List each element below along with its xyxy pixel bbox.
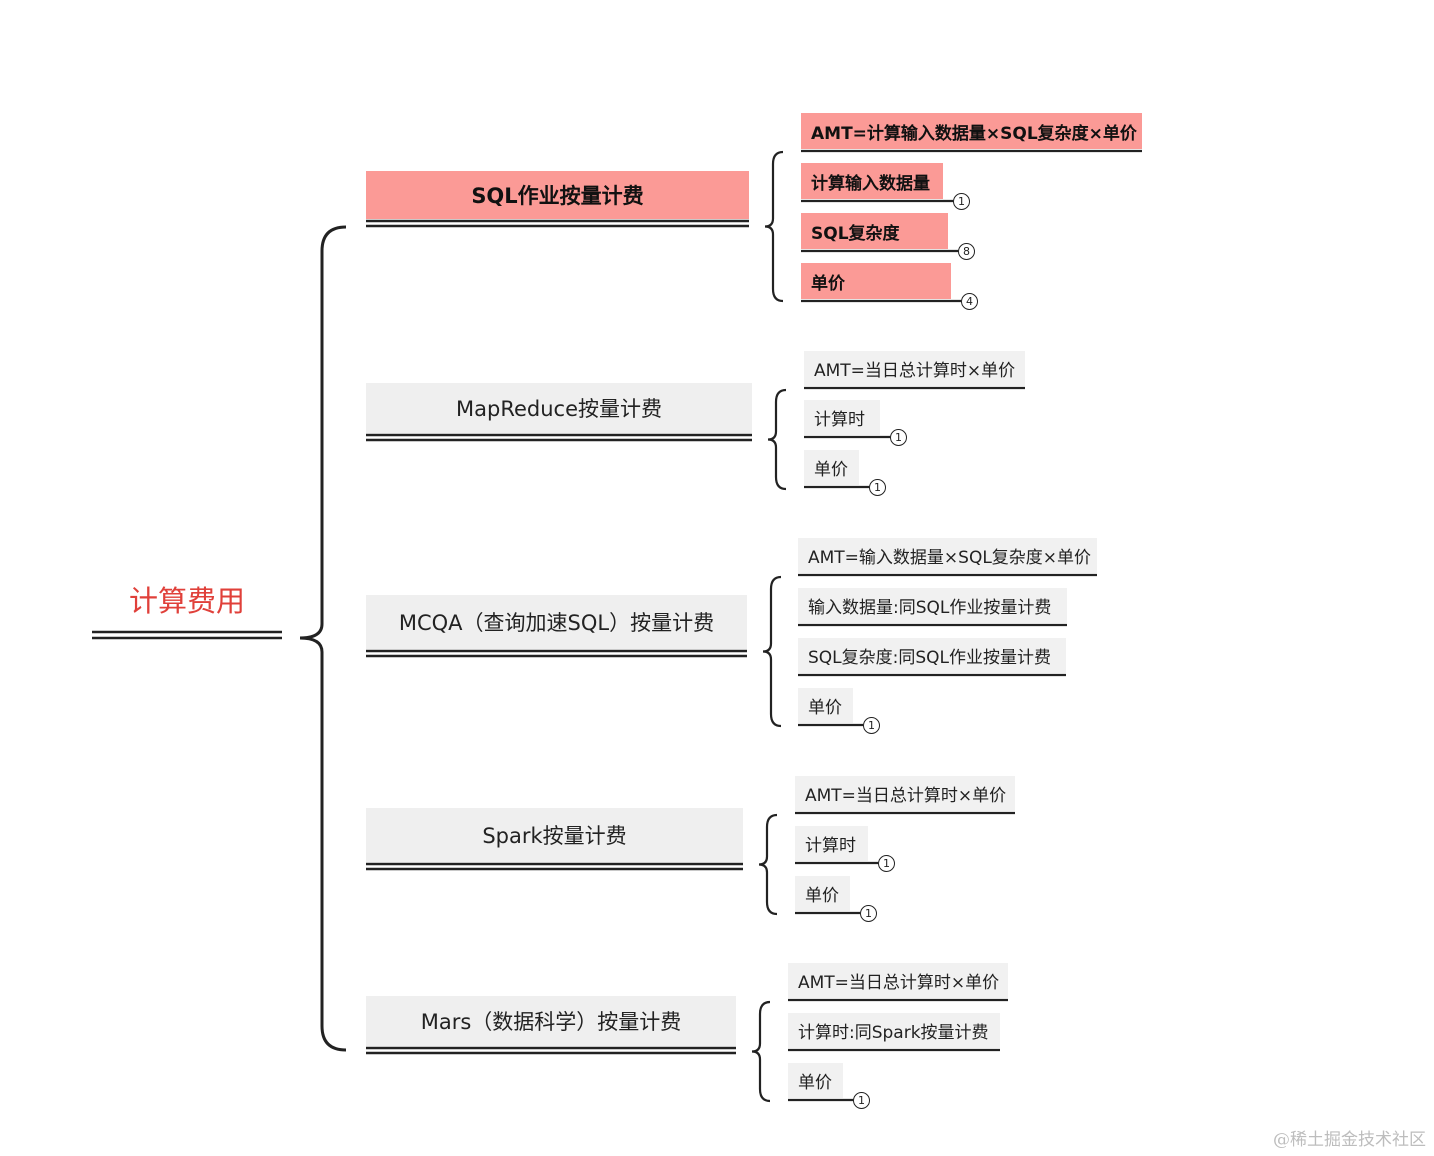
leaf-topic[interactable]: 计算时 bbox=[795, 826, 868, 861]
leaf-topic-label: 计算时 bbox=[805, 836, 856, 856]
leaf-topic[interactable]: SQL复杂度:同SQL作业按量计费 bbox=[798, 638, 1066, 673]
leaf-topic-label: AMT=计算输入数据量×SQL复杂度×单价 bbox=[811, 123, 1137, 144]
count-badge: 4 bbox=[961, 293, 978, 310]
leaf-topic[interactable]: AMT=计算输入数据量×SQL复杂度×单价 bbox=[801, 113, 1142, 149]
leaf-topic-label: 计算输入数据量 bbox=[811, 173, 930, 194]
leaf-topic-label: SQL复杂度 bbox=[811, 223, 900, 244]
leaf-topic[interactable]: 单价 bbox=[801, 263, 951, 299]
leaf-topic-label: 计算时:同Spark按量计费 bbox=[798, 1023, 989, 1043]
leaf-topic-label: 单价 bbox=[808, 698, 842, 718]
branch-brace bbox=[767, 388, 787, 491]
watermark: @稀土掘金技术社区 bbox=[1273, 1130, 1426, 1150]
leaf-topic[interactable]: 单价 bbox=[798, 688, 853, 723]
branch-brace bbox=[751, 1000, 771, 1103]
leaf-topic[interactable]: 计算时 bbox=[804, 400, 880, 435]
leaf-topic-label: 单价 bbox=[798, 1073, 832, 1093]
branch-topic[interactable]: MCQA（查询加速SQL）按量计费 bbox=[366, 595, 747, 649]
leaf-topic[interactable]: 单价 bbox=[795, 876, 850, 911]
count-badge: 8 bbox=[958, 243, 975, 260]
branch-brace bbox=[758, 813, 778, 916]
branch-topic-label: MCQA（查询加速SQL）按量计费 bbox=[398, 611, 715, 635]
root-brace bbox=[299, 225, 347, 1052]
leaf-topic[interactable]: 单价 bbox=[788, 1063, 843, 1098]
leaf-topic[interactable]: AMT=当日总计算时×单价 bbox=[804, 351, 1025, 386]
leaf-topic-label: 单价 bbox=[814, 460, 848, 480]
leaf-topic-label: SQL复杂度:同SQL作业按量计费 bbox=[808, 648, 1052, 668]
count-badge: 1 bbox=[878, 855, 895, 872]
leaf-topic-label: AMT=当日总计算时×单价 bbox=[798, 973, 1000, 993]
branch-topic-label: Spark按量计费 bbox=[482, 824, 627, 848]
leaf-topic-label: 计算时 bbox=[814, 410, 865, 430]
branch-topic[interactable]: SQL作业按量计费 bbox=[366, 171, 749, 219]
leaf-topic[interactable]: 计算输入数据量 bbox=[801, 163, 943, 199]
leaf-topic[interactable]: SQL复杂度 bbox=[801, 213, 948, 249]
leaf-topic[interactable]: AMT=输入数据量×SQL复杂度×单价 bbox=[798, 538, 1097, 573]
leaf-topic-label: AMT=当日总计算时×单价 bbox=[814, 361, 1016, 381]
count-badge: 1 bbox=[953, 193, 970, 210]
branch-topic[interactable]: Spark按量计费 bbox=[366, 808, 743, 862]
leaf-topic-label: 输入数据量:同SQL作业按量计费 bbox=[808, 598, 1052, 618]
leaf-topic[interactable]: 计算时:同Spark按量计费 bbox=[788, 1013, 1000, 1048]
count-badge: 1 bbox=[890, 429, 907, 446]
count-badge: 1 bbox=[853, 1092, 870, 1109]
leaf-topic[interactable]: 输入数据量:同SQL作业按量计费 bbox=[798, 588, 1067, 623]
root-topic[interactable]: 计算费用 bbox=[92, 572, 282, 626]
leaf-topic[interactable]: AMT=当日总计算时×单价 bbox=[788, 963, 1008, 998]
leaf-topic-label: 单价 bbox=[811, 273, 845, 294]
count-badge: 1 bbox=[860, 905, 877, 922]
count-badge: 1 bbox=[863, 717, 880, 734]
branch-brace bbox=[764, 150, 784, 303]
root-topic-label: 计算费用 bbox=[128, 584, 245, 618]
count-badge: 1 bbox=[869, 479, 886, 496]
leaf-topic-label: AMT=当日总计算时×单价 bbox=[805, 786, 1007, 806]
leaf-topic[interactable]: 单价 bbox=[804, 450, 859, 485]
leaf-topic[interactable]: AMT=当日总计算时×单价 bbox=[795, 776, 1015, 811]
branch-topic[interactable]: Mars（数据科学）按量计费 bbox=[366, 996, 736, 1046]
branch-topic-label: SQL作业按量计费 bbox=[471, 184, 644, 208]
branch-topic[interactable]: MapReduce按量计费 bbox=[366, 383, 752, 433]
branch-topic-label: MapReduce按量计费 bbox=[456, 397, 662, 421]
leaf-topic-label: AMT=输入数据量×SQL复杂度×单价 bbox=[808, 548, 1092, 568]
branch-brace bbox=[762, 575, 782, 728]
leaf-topic-label: 单价 bbox=[805, 886, 839, 906]
branch-topic-label: Mars（数据科学）按量计费 bbox=[420, 1010, 682, 1034]
